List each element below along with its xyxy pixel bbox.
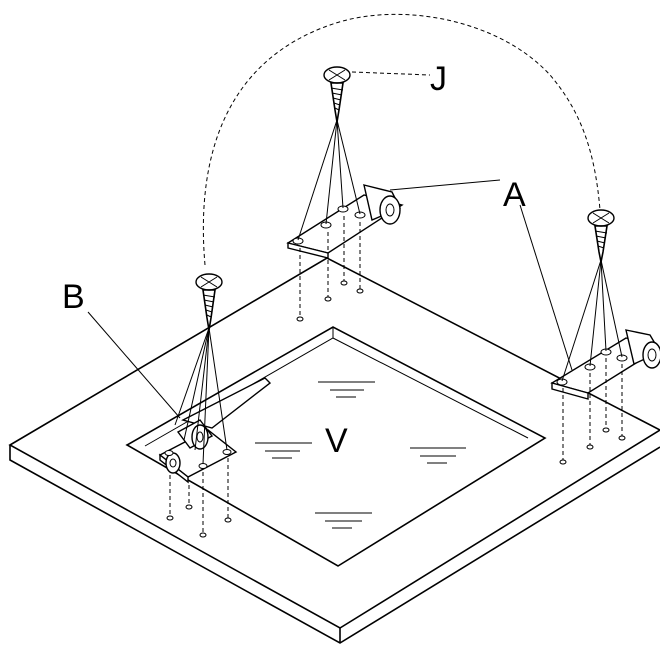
label-b: B: [62, 278, 85, 316]
screw-top-icon: [323, 66, 351, 123]
hole-projection-left: [166, 458, 232, 538]
label-v: V: [325, 422, 348, 460]
screw-right-icon: [587, 209, 615, 263]
label-a: A: [503, 176, 526, 214]
screw-lines-left: [174, 327, 228, 465]
swing-arc: [202, 13, 601, 266]
hinge-left-icon: [158, 377, 272, 484]
base-panel: [8, 257, 660, 644]
screw-lines-right: [561, 259, 623, 382]
leader-j: [351, 71, 431, 76]
hole-projection-top: [296, 216, 364, 322]
water-surface-marks: [255, 381, 466, 529]
hinge-top-icon: [286, 184, 404, 259]
hole-projection-right: [559, 358, 626, 465]
screw-left-icon: [195, 273, 223, 331]
leader-lines: [87, 179, 573, 419]
label-j: J: [430, 60, 447, 98]
screw-lines-top: [297, 119, 361, 241]
